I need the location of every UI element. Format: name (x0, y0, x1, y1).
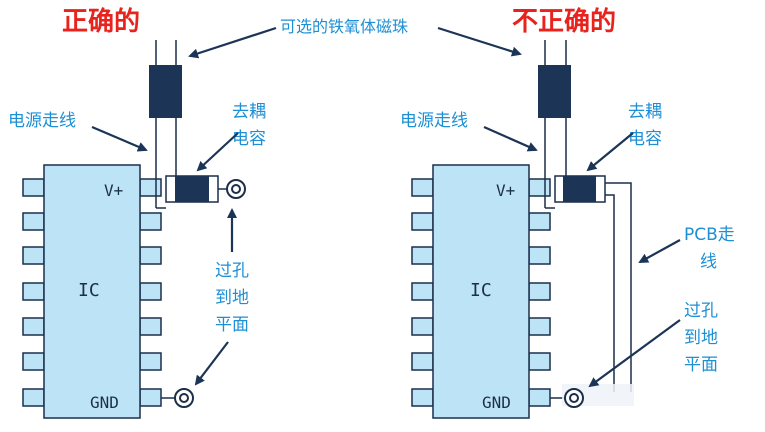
decoupling-capacitor-left (165, 175, 219, 203)
arrow-decoupling-cap-left (196, 132, 239, 172)
via-label-left-2: 到地 (215, 288, 249, 308)
via-gnd-left (174, 388, 194, 408)
ic-chip-right: IC V+ GND (411, 164, 551, 419)
pcb-trace-right (605, 182, 632, 392)
arrows-left (91, 125, 239, 386)
arrow-decoupling-cap-right (586, 132, 634, 172)
power-trace-label-left: 电源走线 (8, 111, 76, 131)
title-correct: 正确的 (62, 6, 140, 37)
title-incorrect: 不正确的 (512, 6, 616, 37)
arrows-ferrite-bead (188, 26, 522, 59)
decoupling-capacitor-right (554, 175, 606, 203)
incorrect-diagram: 不正确的 IC V+ GND (400, 6, 735, 419)
arrow-power-trace-right (483, 125, 538, 152)
gnd-label-left: GND (90, 393, 119, 412)
ferrite-bead-left (149, 65, 182, 118)
vplus-label-right: V+ (496, 181, 515, 200)
arrow-power-trace-left (91, 125, 148, 152)
ic-label-right: IC (470, 280, 492, 301)
pcb-trace-label-right-2: 线 (700, 252, 717, 272)
via-cap-left (226, 179, 246, 199)
via-label-left-3: 平面 (215, 315, 249, 335)
ic-body-left (43, 164, 141, 419)
gnd-label-right: GND (482, 393, 511, 412)
vplus-label-left: V+ (104, 181, 123, 200)
decoupling-cap-label-left-1: 去耦 (232, 102, 266, 122)
power-trace-label-right: 电源走线 (400, 111, 468, 131)
ic-body-right (432, 164, 530, 419)
arrow-ferrite-left (188, 26, 277, 59)
via-label-left-1: 过孔 (215, 261, 249, 281)
decoupling-cap-label-right-2: 电容 (628, 129, 662, 149)
ic-pins-right-side (139, 178, 162, 407)
via-gnd-right (564, 388, 584, 408)
arrows-right (483, 125, 681, 388)
arrow-ferrite-right (437, 26, 522, 57)
arrow-via-gnd-left (194, 341, 229, 386)
decoupling-cap-label-right-1: 去耦 (628, 102, 662, 122)
decoupling-cap-label-left-2: 电容 (232, 129, 266, 149)
ic-pins-left-side (22, 178, 45, 407)
via-label-right-3: 平面 (684, 355, 718, 375)
ferrite-bead-right (538, 65, 571, 118)
via-label-right-1: 过孔 (684, 301, 718, 321)
ic-pins-left-side-right-chip (411, 178, 434, 407)
ic-label-left: IC (78, 280, 100, 301)
arrow-via-gnd-right (588, 319, 681, 388)
arrow-pcb-trace-right (638, 239, 681, 263)
pcb-trace-label-right-1: PCB走 (684, 225, 735, 245)
ic-chip-left: IC V+ GND (22, 164, 162, 419)
ferrite-bead-label: 可选的铁氧体磁珠 (280, 17, 408, 36)
ic-pins-right-side-right-chip (528, 178, 551, 407)
correct-diagram: 正确的 IC V+ (8, 6, 266, 419)
via-label-right-2: 到地 (684, 328, 718, 348)
